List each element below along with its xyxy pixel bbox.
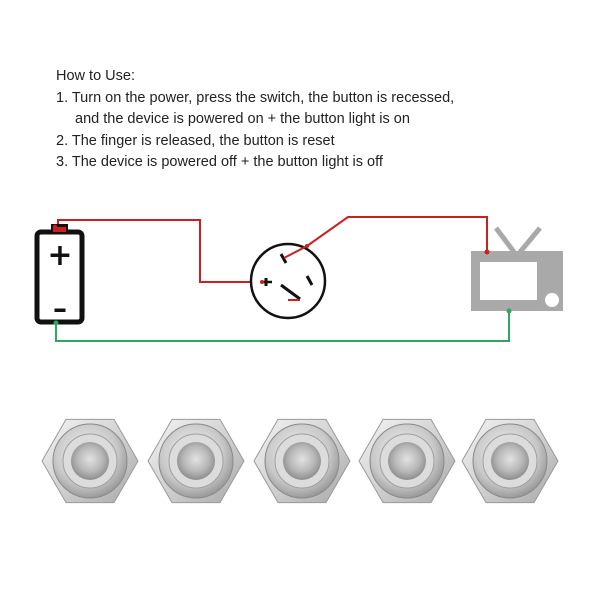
push-button-3 [253, 418, 351, 504]
instructions-heading: How to Use: [56, 68, 135, 84]
battery-icon: + – [34, 224, 85, 326]
push-button-5 [461, 418, 559, 504]
positive-wire-switch-to-tv [306, 216, 488, 252]
instructions: How to Use: 1. Turn on the power, press … [56, 66, 454, 174]
push-button-1 [41, 418, 139, 504]
negative-wire [55, 310, 510, 342]
instruction-step-1: 1. Turn on the power, press the switch, … [56, 89, 455, 106]
push-button-4 [358, 418, 456, 504]
tv-icon [471, 226, 563, 314]
push-button-2 [147, 418, 245, 504]
instruction-step-2: 2. The finger is released, the button is… [56, 132, 335, 149]
battery-negative-label: – [53, 292, 67, 325]
instruction-step-3: 3. The device is powered off + the butto… [56, 154, 383, 170]
push-switch-icon [249, 242, 327, 320]
product-buttons [41, 418, 559, 504]
battery-positive-label: + [47, 238, 72, 273]
instruction-step-1-continued: and the device is powered on + the butto… [75, 111, 410, 127]
positive-wire-battery-to-switch [57, 219, 262, 283]
